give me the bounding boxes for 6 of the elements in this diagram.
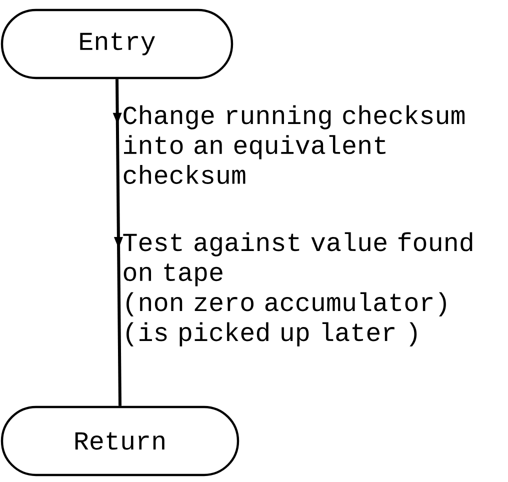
- note-text: (is picked up later ): [126, 322, 417, 346]
- terminal-box: Return: [0, 406, 240, 476]
- terminal-box: Entry: [0, 8, 234, 80]
- note-text: (non zero accumulator): [126, 292, 446, 316]
- note-text: Test against value found on tape: [123, 232, 472, 286]
- note-text: Change running checksum into an equivalent checksum: [124, 105, 464, 184]
